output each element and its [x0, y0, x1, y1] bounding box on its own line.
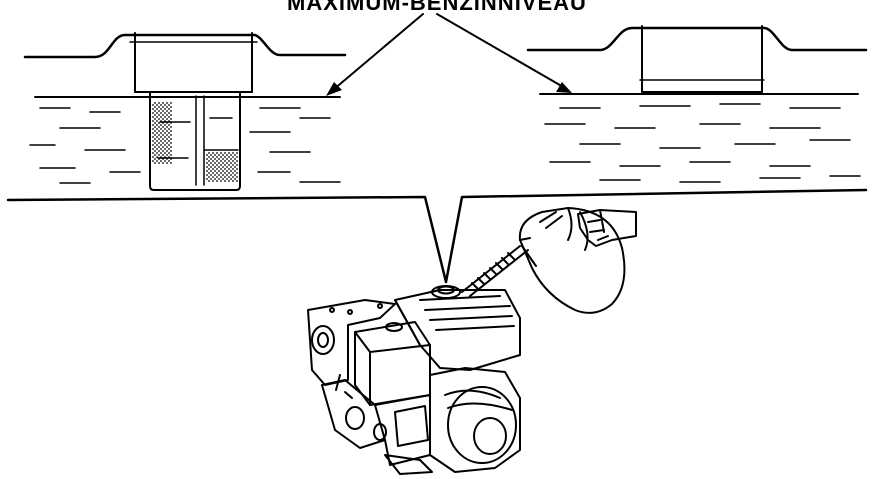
fuel-hatching-left — [30, 108, 340, 183]
fuel-strainer — [150, 92, 240, 190]
callout-frame — [8, 190, 866, 282]
engine — [308, 286, 520, 474]
fuel-hatching-right — [545, 104, 860, 182]
arrow-right — [437, 14, 572, 93]
fuel-can — [520, 208, 625, 313]
tank-top-with-strainer — [25, 33, 345, 92]
fuel-nozzle — [462, 246, 528, 296]
tank-top-without-strainer — [528, 26, 866, 92]
